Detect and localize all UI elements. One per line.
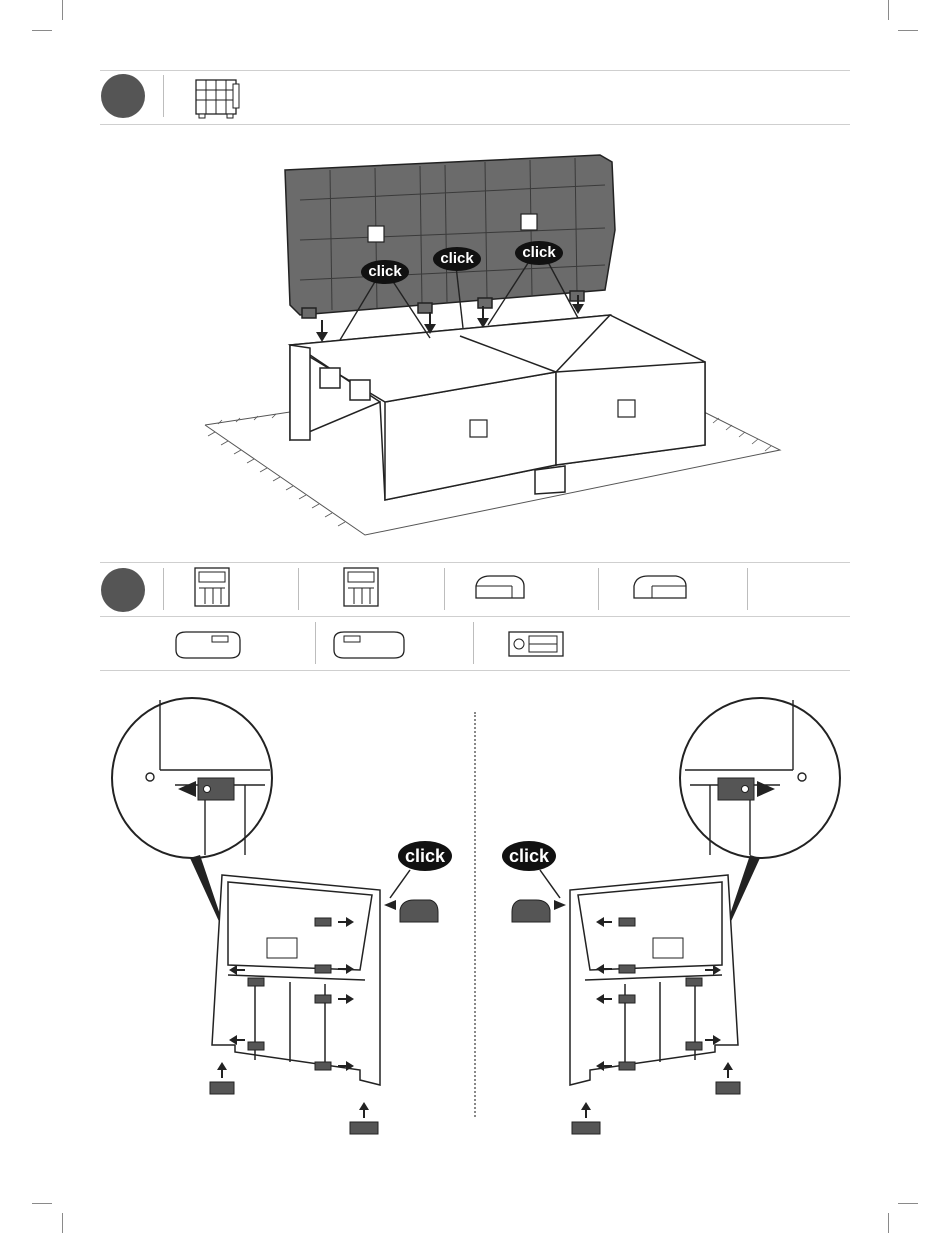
step2-divider-2 [298, 568, 299, 610]
armrest-cap-right-icon [632, 572, 688, 604]
step1-header-divider [163, 75, 164, 117]
click-callout-2: click [433, 247, 481, 271]
crop-mark-bottom-right-h [898, 1203, 918, 1204]
step1-header-bottom-rule [100, 124, 850, 125]
step1-header-top-rule [100, 70, 850, 71]
crop-mark-bottom-left-v [62, 1213, 63, 1233]
step2-divider-6 [315, 622, 316, 664]
crop-mark-top-right-v [888, 0, 889, 20]
backrest-panel-icon [193, 76, 241, 120]
step2-badge [101, 568, 145, 612]
step1-badge [101, 74, 145, 118]
click-callout-right: click [502, 841, 556, 871]
crop-mark-top-left-h [32, 30, 52, 31]
crop-mark-top-left-v [62, 0, 63, 20]
side-panel-right-icon [342, 566, 382, 610]
step2-left-illustration [0, 690, 475, 1140]
step2-divider-4 [598, 568, 599, 610]
click-callout-3: click [515, 241, 563, 265]
step2-header-bottom-rule [100, 670, 850, 671]
armrest-cap-left-icon [474, 572, 526, 604]
click-callout-1: click [361, 260, 409, 284]
step2-right-illustration [475, 690, 950, 1140]
step2-header-top-rule [100, 562, 850, 563]
crop-mark-bottom-left-h [32, 1203, 52, 1204]
step1-illustration [0, 140, 950, 540]
foot-right-icon [332, 628, 408, 664]
connector-clip-icon [507, 626, 565, 662]
step2-divider-5 [747, 568, 748, 610]
seat-base [290, 315, 705, 500]
step2-header-mid-rule [100, 616, 850, 617]
step2-divider-3 [444, 568, 445, 610]
side-panel-left-icon [193, 566, 233, 610]
step2-divider-7 [473, 622, 474, 664]
step2-divider-1 [163, 568, 164, 610]
crop-mark-bottom-right-v [888, 1213, 889, 1233]
foot-left-icon [174, 628, 244, 664]
crop-mark-top-right-h [898, 30, 918, 31]
click-callout-left: click [398, 841, 452, 871]
